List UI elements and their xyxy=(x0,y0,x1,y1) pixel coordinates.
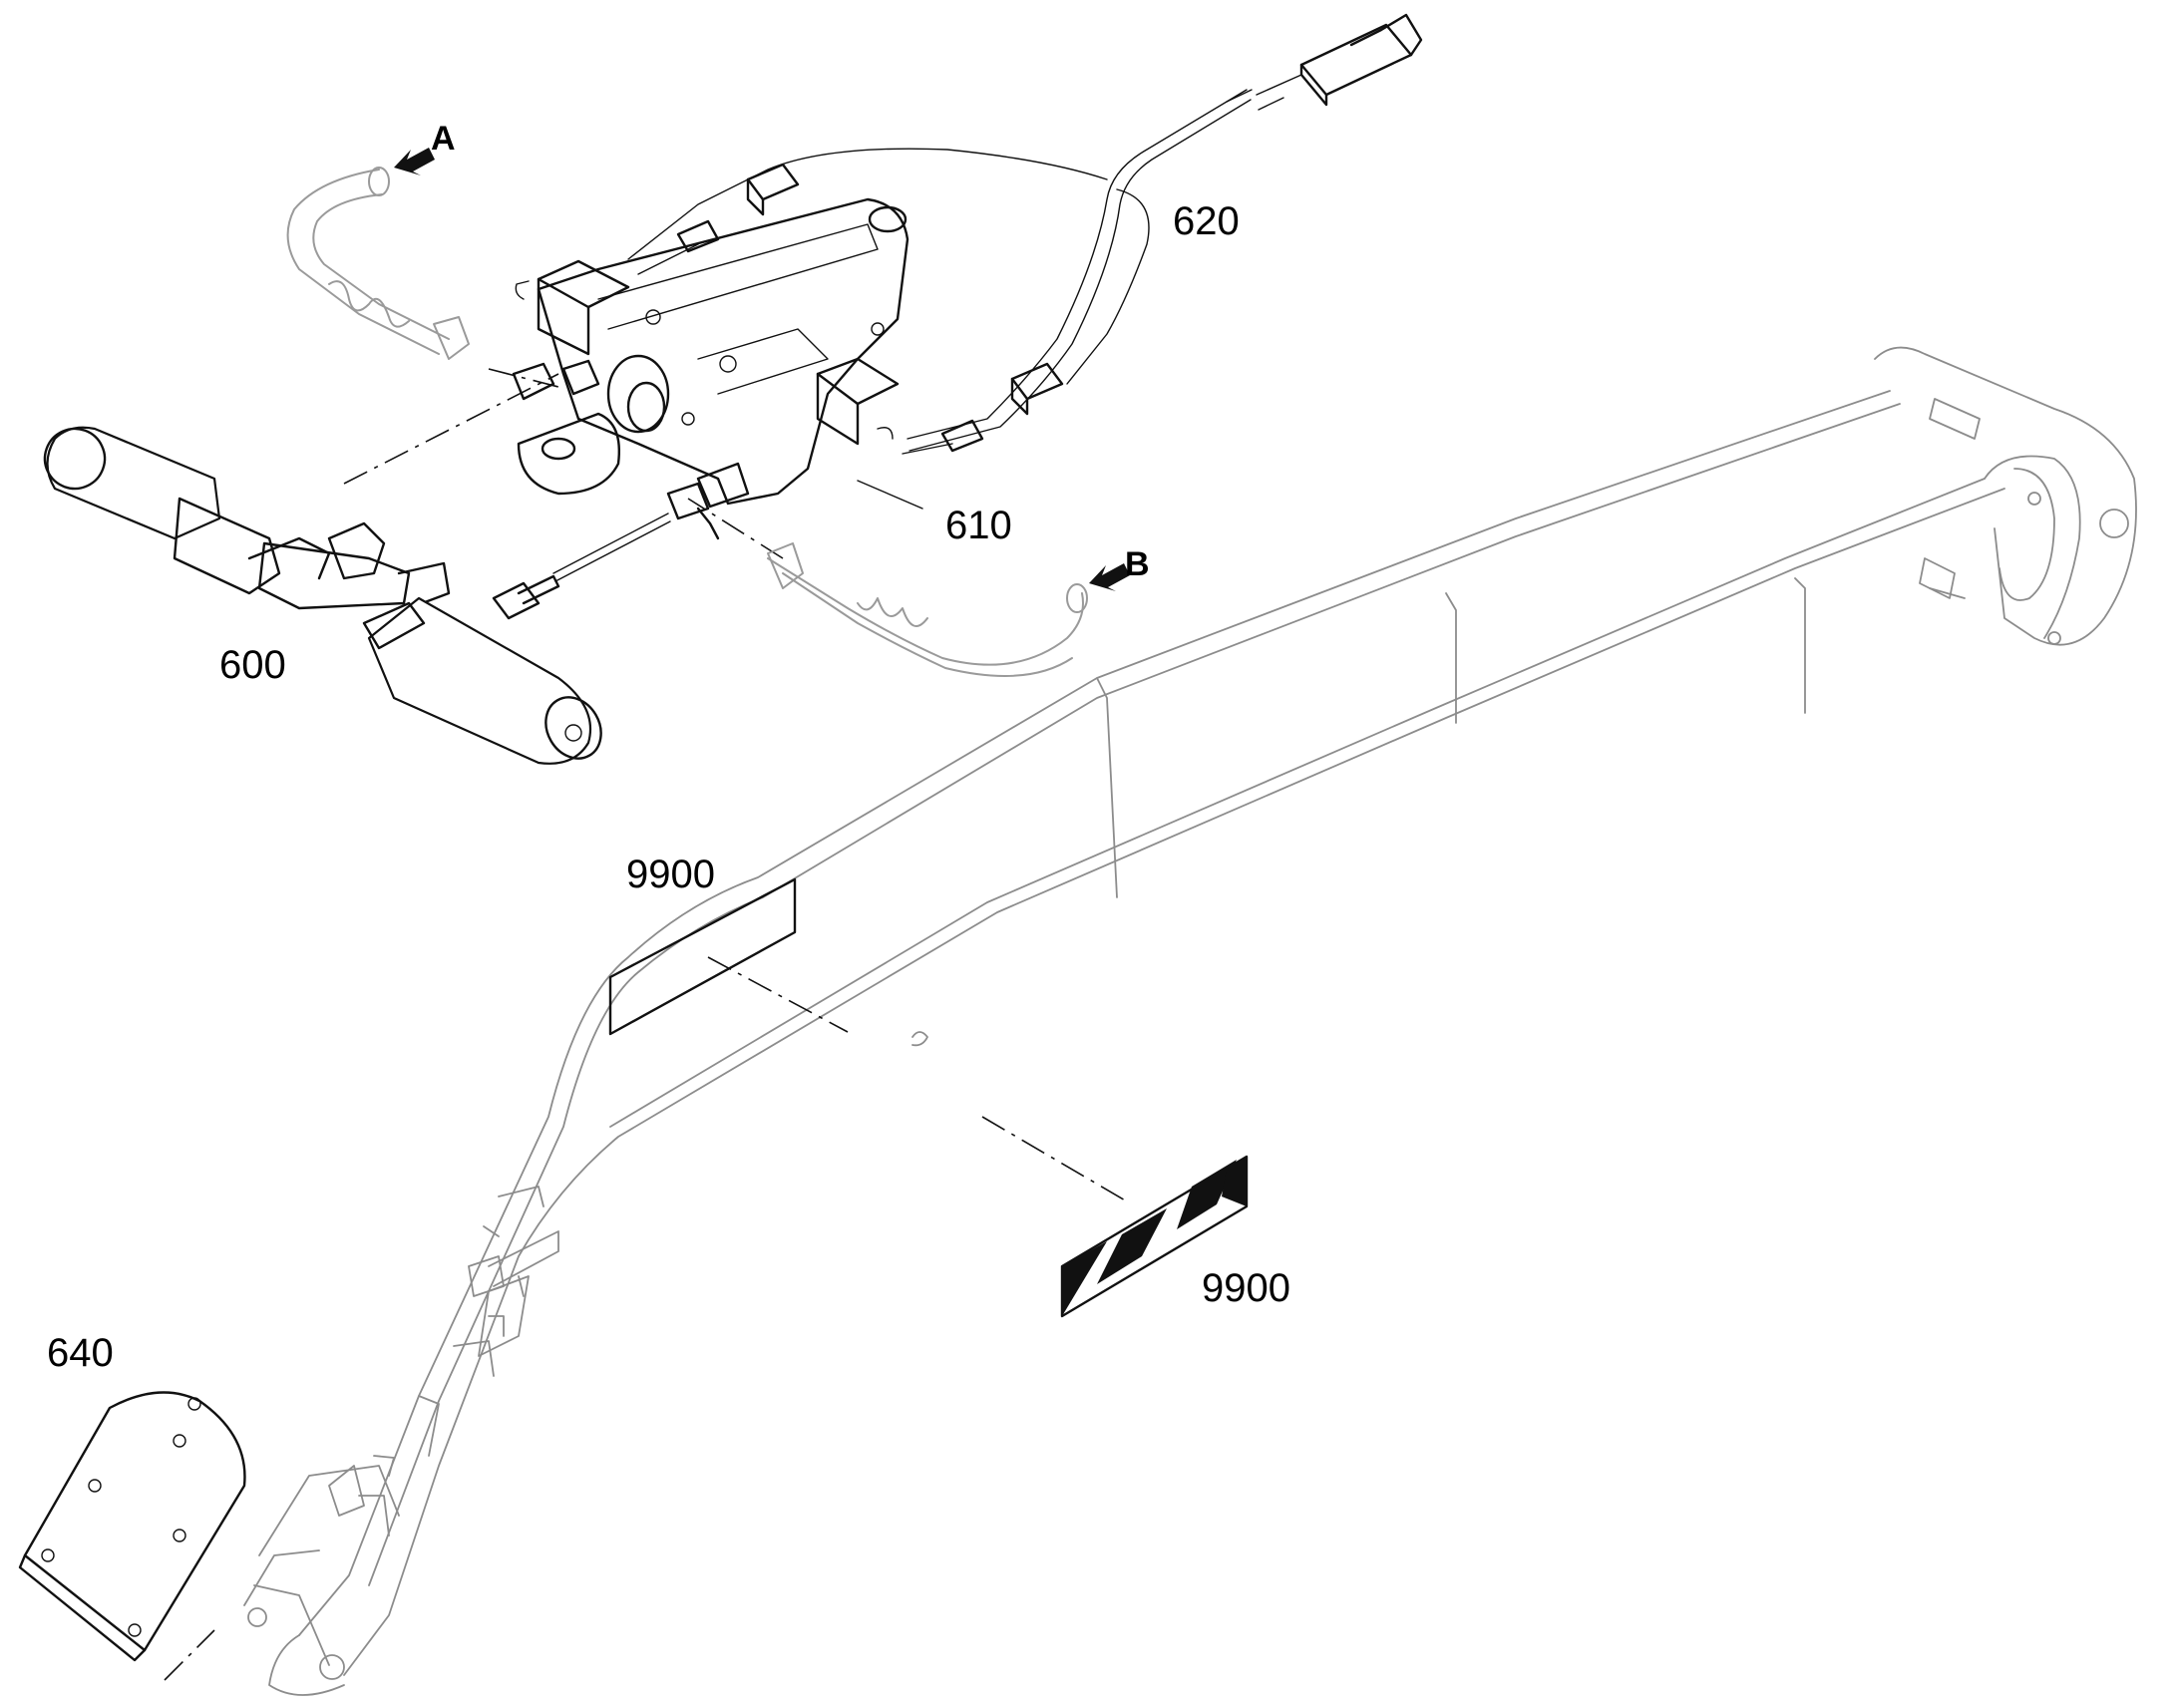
part-number-610: 610 xyxy=(945,504,1012,547)
part-number-600: 600 xyxy=(219,643,286,687)
control-valve-610 xyxy=(512,197,909,540)
hose-a xyxy=(286,167,470,360)
view-label-b: B xyxy=(1125,545,1150,583)
part-number-640: 640 xyxy=(47,1331,114,1375)
bold-arrow-icon xyxy=(1089,563,1130,591)
decal-9900-plain xyxy=(608,877,797,1036)
part-number-620: 620 xyxy=(1173,199,1240,243)
plate-640 xyxy=(18,1391,246,1662)
bold-arrow-icon xyxy=(394,148,435,175)
wiring-harness-620 xyxy=(627,13,1423,455)
leader-decal-striped xyxy=(981,1116,1128,1202)
control-lever-600 xyxy=(43,426,602,765)
leader-fitting-a xyxy=(488,368,559,388)
view-arrow-b: B xyxy=(1089,545,1150,591)
pressure-sensor-line xyxy=(492,512,671,620)
leader-valve-lever xyxy=(343,373,559,485)
hose-b xyxy=(767,542,1088,677)
leader-fitting-b xyxy=(687,498,784,559)
view-arrow-a: A xyxy=(394,120,456,175)
boom-arm xyxy=(243,346,2137,1696)
decal-9900-striped xyxy=(1060,1155,1249,1318)
view-label-a: A xyxy=(431,120,456,158)
leader-plate-640 xyxy=(164,1629,215,1681)
leader-610 xyxy=(857,480,923,510)
part-number-9900-plain: 9900 xyxy=(626,853,715,896)
part-number-9900-striped: 9900 xyxy=(1202,1266,1290,1310)
